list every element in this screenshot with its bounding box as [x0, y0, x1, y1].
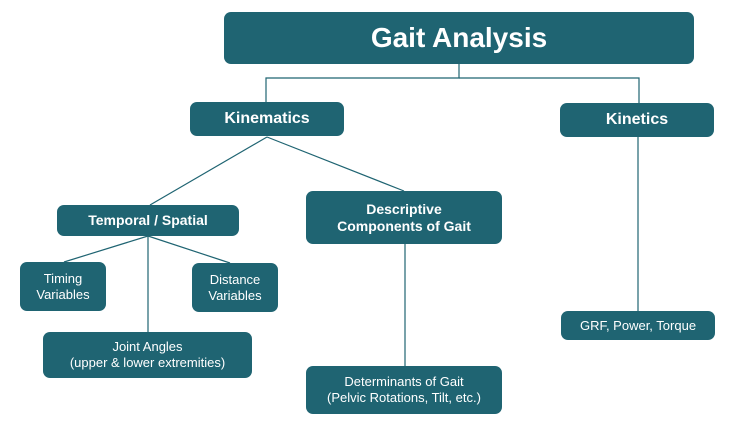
- node-distance-variables: Distance Variables: [192, 263, 278, 312]
- node-label: GRF, Power, Torque: [579, 317, 697, 333]
- node-joint-angles: Joint Angles (upper & lower extremities): [43, 332, 252, 378]
- node-gait-analysis: Gait Analysis: [224, 12, 694, 64]
- node-determinants-of-gait: Determinants of Gait (Pelvic Rotations, …: [306, 366, 502, 414]
- node-temporal-spatial: Temporal / Spatial: [57, 205, 239, 236]
- node-label: Determinants of Gait (Pelvic Rotations, …: [327, 374, 481, 405]
- node-kinematics: Kinematics: [190, 102, 344, 136]
- node-kinetics: Kinetics: [560, 103, 714, 137]
- node-label: Kinematics: [224, 110, 310, 128]
- edge-kinematics-descriptive: [266, 136, 405, 192]
- node-label: Gait Analysis: [370, 22, 548, 54]
- node-label: Descriptive Components of Gait: [337, 200, 471, 234]
- edge-root-kinetics: [459, 77, 640, 103]
- node-label: Kinetics: [605, 111, 669, 129]
- node-timing-variables: Timing Variables: [20, 262, 106, 311]
- node-descriptive-components: Descriptive Components of Gait: [306, 191, 502, 244]
- edge-temporal-timing: [63, 235, 149, 263]
- node-label: Joint Angles (upper & lower extremities): [69, 339, 226, 370]
- edge-temporal-distance: [147, 235, 231, 264]
- node-label: Temporal / Spatial: [88, 212, 208, 229]
- node-label: Timing Variables: [36, 270, 90, 302]
- node-label: Distance Variables: [208, 271, 262, 303]
- node-grf-power-torque: GRF, Power, Torque: [561, 311, 715, 340]
- edge-kinematics-temporal: [149, 136, 268, 206]
- edge-root-kinematics: [265, 64, 460, 102]
